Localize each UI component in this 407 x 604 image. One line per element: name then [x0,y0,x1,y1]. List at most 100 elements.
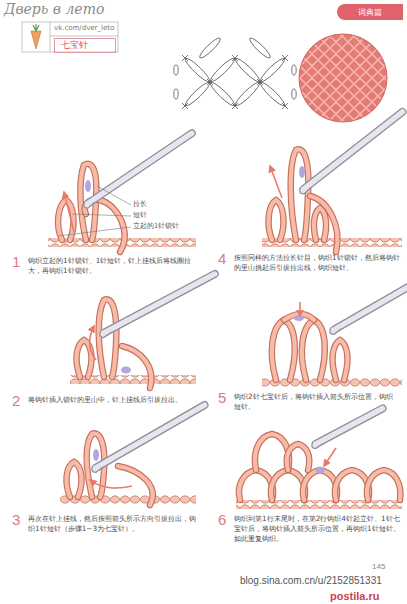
step-number: 2 [12,393,20,408]
step-6-illustration [310,405,384,449]
fabric-swatch [299,34,387,122]
callout-label: 拉长 [133,200,147,209]
step-6-illustration [287,444,310,470]
step-1-illustration [82,130,194,209]
step-5-illustration [333,340,348,380]
step-number: 3 [12,512,20,527]
step-5-illustration [302,320,325,380]
title-frame [22,22,118,52]
step-text: 钩织立起的1针锁针、1针短针，针上挂线后将线圈拉大，再钩织1针锁针。 [28,256,196,276]
step-1-illustration [58,227,131,236]
title-frame [22,22,118,52]
stitch-chart [182,103,188,109]
stitch-chart [232,55,238,61]
step-5-illustration [328,279,407,336]
step-2-illustration [99,299,117,377]
stitch-chart [282,55,288,61]
step-3-illustration [90,402,207,474]
stitch-chart [182,55,188,61]
step-text: 再次在针上挂线，然后按照箭头所示方向引拔拉出，钩织1针短针（步骤1~3为七宝针）… [28,514,196,534]
step-6-illustration [236,500,402,509]
step-5-illustration [272,320,295,380]
step-2-illustration [99,299,117,377]
node-text: 词典篇 [358,7,382,18]
fabric-swatch [299,34,387,122]
step-4-illustration [291,149,309,240]
step-6-illustration [367,470,400,500]
step-6-illustration [236,405,402,509]
step-1-illustration [85,200,125,252]
step-5-illustration [272,320,295,380]
title-frame [50,22,51,52]
step-1-illustration [72,214,131,216]
step-6-illustration [324,448,336,466]
callout-label: 短针 [133,211,147,220]
step-4-illustration [291,149,309,240]
step-3-illustration [60,402,207,505]
step-4-illustration [270,166,282,198]
step-text: 将钩针插入锁针的里山中，针上挂线后引拔拉出。 [28,395,193,405]
logo-text: Дверь в лето [4,0,104,19]
stitch-chart [292,89,296,99]
page-number: 145 [372,562,385,573]
stitch-chart [282,103,288,109]
step-3-illustration [118,466,153,505]
title-frame [31,31,41,49]
section-tab: 词典篇 [337,4,403,20]
step-number: 5 [218,390,226,405]
step-6-illustration [315,467,325,473]
step-2-illustration [70,271,217,388]
step-4-illustration [314,208,326,240]
step-2-illustration [121,367,131,374]
step-1-illustration [64,192,74,232]
callout-label: 立起的1针锁针 [133,222,179,231]
step-5-illustration [262,378,402,387]
step-1-illustration [85,180,91,192]
step-4-illustration [262,109,405,252]
step-4-illustration [299,166,305,178]
title-frame [50,36,118,37]
step-3-illustration [67,462,82,497]
step-6-illustration [367,470,400,500]
step-text: 钩织2针七宝针后，将钩针插入箭头所示位置，钩织短针。 [234,392,399,412]
step-5-illustration [284,314,314,320]
step-4-illustration [298,109,405,195]
title-frame [33,24,39,31]
stitch-chart [207,79,213,85]
step-3-illustration [93,449,99,461]
step-3-illustration [118,466,153,505]
step-5-illustration [299,302,301,316]
step-2-illustration [122,346,151,388]
stitch-chart [232,103,238,109]
step-2-illustration [122,346,151,388]
step-5-illustration [302,320,325,380]
stitch-chart [174,89,178,99]
stitch-chart [174,65,178,75]
step-text: 按照同样的方法拉长针目，钩织1针锁针，然后将钩针的里山挑起后引拔拉出线，钩织短针… [234,253,402,273]
step-4-illustration [269,200,284,240]
step-5-illustration [262,279,407,387]
stitch-chart [198,36,223,60]
step-4-illustration [310,196,337,252]
watermark-logo: postila.ru [330,589,380,604]
stitch-chart [174,36,296,109]
step-4-illustration [314,208,326,240]
watermark-url: blog.sina.com.cn/u/2152851331 [240,574,382,588]
step-number: 1 [12,254,20,269]
step-number: 6 [218,512,226,527]
title-box: 七宝针 [54,38,116,53]
step-4-illustration [310,196,337,252]
fabric-swatch [299,34,387,122]
step-5-illustration [333,340,348,380]
stitch-chart [248,36,273,60]
step-1-illustration [85,200,125,252]
step-2-illustration [90,326,96,360]
node-text: 七宝针 [61,39,88,52]
step-2-illustration [98,271,217,339]
step-3-illustration [67,462,82,497]
step-text: 钩织到第1行末尾时，在第2行钩织4针起立针、1针七宝针后，将钩针插入箭头所示位置… [234,514,402,544]
step-number: 4 [218,251,226,266]
step-3-illustration [90,480,132,488]
